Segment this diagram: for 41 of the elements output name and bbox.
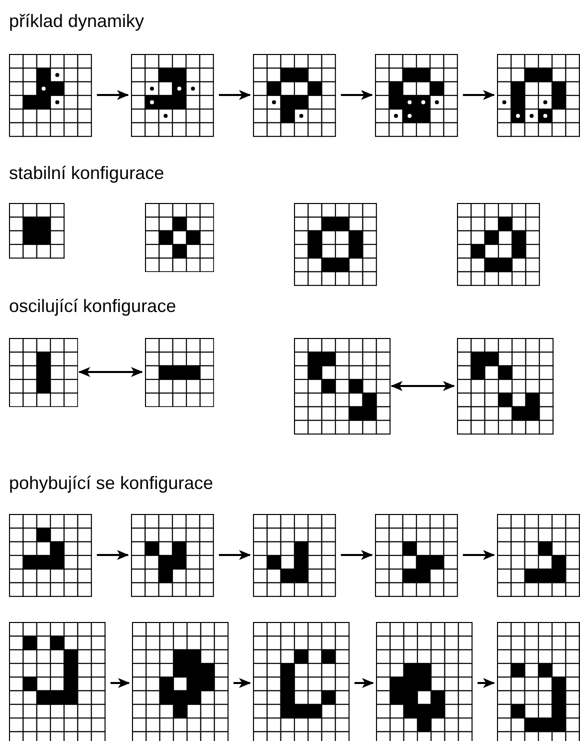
cell-grid — [9, 514, 92, 597]
cell-grid — [497, 514, 580, 597]
arrow — [390, 381, 455, 391]
cell-grid — [9, 622, 106, 741]
cell-grid — [132, 622, 229, 741]
cell-grid — [375, 514, 458, 597]
cell-grid — [145, 203, 214, 272]
arrow — [96, 90, 129, 100]
section-heading: příklad dynamiky — [9, 10, 144, 32]
arrow — [78, 367, 143, 377]
section-heading: stabilní konfigurace — [9, 162, 164, 184]
arrow — [340, 550, 373, 560]
cell-grid — [497, 54, 580, 137]
cell-grid — [457, 203, 540, 286]
cell-grid — [497, 622, 580, 741]
cell-grid — [294, 203, 377, 286]
arrow — [110, 678, 130, 688]
cell-grid — [375, 54, 458, 137]
arrow — [96, 550, 129, 560]
cell-grid — [131, 514, 214, 597]
arrow — [218, 90, 251, 100]
arrow — [354, 678, 374, 688]
arrow — [340, 90, 373, 100]
cell-grid — [253, 514, 336, 597]
arrow — [234, 678, 251, 688]
section-heading: oscilující konfigurace — [9, 295, 176, 317]
arrow — [462, 550, 495, 560]
cell-grid — [253, 54, 336, 137]
section-heading: pohybující se konfigurace — [9, 472, 214, 494]
cell-grid — [376, 622, 473, 741]
arrow — [478, 678, 495, 688]
cell-grid — [294, 338, 391, 435]
cell-grid — [9, 338, 78, 408]
arrow — [218, 550, 251, 560]
cell-grid — [9, 54, 92, 137]
arrow — [462, 90, 495, 100]
cell-grid — [457, 338, 554, 435]
cell-grid — [9, 203, 65, 259]
cell-grid — [145, 338, 214, 408]
cell-grid — [131, 54, 214, 137]
cell-grid — [253, 622, 350, 741]
